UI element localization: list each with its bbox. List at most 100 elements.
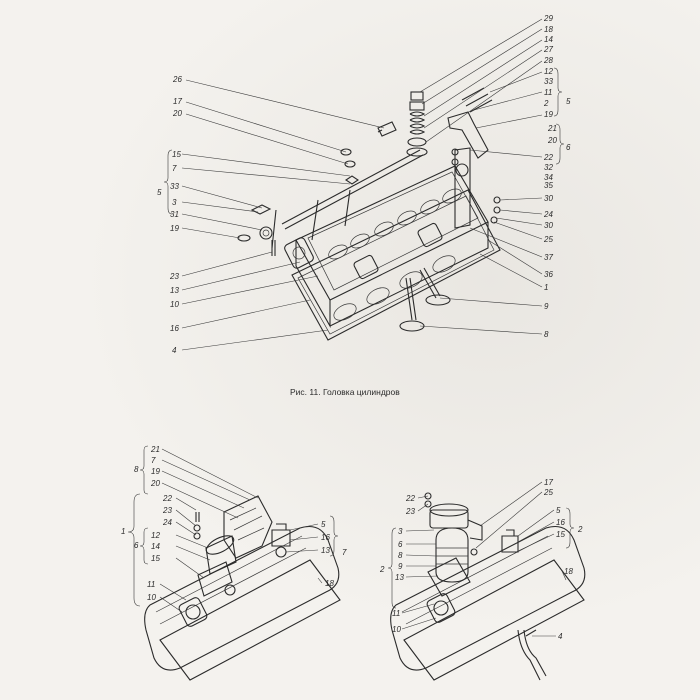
- callout-18: 18: [544, 25, 553, 34]
- callout-br-6: 6: [398, 540, 403, 549]
- callout-29: 29: [543, 14, 553, 23]
- callout-27: 27: [543, 45, 553, 54]
- group-label-6-right: 6: [566, 143, 571, 152]
- callout-32: 32: [544, 163, 553, 172]
- callout-7: 7: [172, 164, 177, 173]
- callout-br-8: 8: [398, 551, 403, 560]
- callout-1: 1: [544, 283, 548, 292]
- callout-br-18: 18: [564, 567, 573, 576]
- valve-stem: [419, 267, 441, 299]
- callout-bl-24: 24: [162, 518, 172, 527]
- figure-caption: Рис. 11. Головка цилиндров: [290, 387, 400, 397]
- callout-19: 19: [544, 110, 553, 119]
- push-rod: [271, 209, 277, 249]
- callout-24: 24: [543, 210, 553, 219]
- callout-br-3: 3: [398, 527, 403, 536]
- callout-14: 14: [544, 35, 553, 44]
- callout-bl-16: 16: [321, 533, 330, 542]
- callout-3: 3: [172, 198, 177, 207]
- top-leader-lines: [163, 18, 565, 351]
- group-label-br-2-left: 2: [379, 565, 385, 574]
- callout-bl-19: 19: [151, 467, 160, 476]
- callout-11: 11: [544, 88, 552, 97]
- breather-tube: [467, 519, 483, 541]
- valve-cover-right: [390, 492, 586, 681]
- callout-bl-23: 23: [162, 506, 172, 515]
- callout-21: 21: [547, 124, 557, 133]
- bottom-left-callout-labels: 21 7 19 20 22 23 24 12 14 15 11 10 8 1 6…: [121, 445, 347, 602]
- breather-hose: [517, 629, 547, 681]
- bushing: [259, 226, 273, 240]
- callout-bl-10: 10: [147, 593, 156, 602]
- head-gasket: [291, 189, 501, 341]
- filler-cap-left: [271, 523, 291, 547]
- callout-bl-11: 11: [147, 580, 155, 589]
- callout-30b: 30: [544, 221, 553, 230]
- bottom-right-leaders: [387, 481, 575, 637]
- valve-cover-left: [144, 495, 341, 681]
- callout-bl-21: 21: [150, 445, 160, 454]
- callout-bl-12: 12: [151, 531, 160, 540]
- callout-bl-7: 7: [151, 456, 156, 465]
- callout-br-16: 16: [556, 518, 565, 527]
- washer: [340, 148, 352, 156]
- callout-9: 9: [544, 302, 549, 311]
- bolt: [377, 121, 397, 137]
- callout-br-22: 22: [405, 494, 415, 503]
- callout-bl-20: 20: [150, 479, 160, 488]
- breather-body: [435, 527, 469, 583]
- callout-33-left: 33: [170, 182, 179, 191]
- callout-15: 15: [172, 150, 181, 159]
- callout-2: 2: [543, 99, 549, 108]
- callout-28: 28: [543, 56, 553, 65]
- callout-8: 8: [544, 330, 549, 339]
- callout-bl-13: 13: [321, 546, 330, 555]
- callout-16: 16: [170, 324, 179, 333]
- cylinder-head-block: [295, 165, 489, 301]
- callout-br-10: 10: [392, 625, 401, 634]
- breather-housing: [223, 495, 273, 559]
- callout-br-11: 11: [392, 609, 400, 618]
- callout-bl-5: 5: [321, 520, 326, 529]
- group-label-br-2-right: 2: [577, 525, 583, 534]
- rocker-shaft: [281, 149, 421, 225]
- filler-neck-left: [197, 561, 233, 597]
- breather-flange: [427, 557, 471, 597]
- cover-gasket-right: [403, 559, 585, 681]
- cover-gasket-left: [159, 559, 341, 681]
- callout-br-17: 17: [544, 478, 553, 487]
- group-label-bl-1: 1: [121, 527, 125, 536]
- bottom-right-callout-labels: 22 23 3 6 8 9 13 2 11 10 17 25 5 16 15 2…: [379, 478, 583, 641]
- callout-br-23: 23: [405, 507, 415, 516]
- callout-22: 22: [543, 153, 553, 162]
- group-label-5-right: 5: [566, 97, 571, 106]
- callout-36: 36: [544, 270, 553, 279]
- callout-bl-14: 14: [151, 542, 160, 551]
- group-label-bl-7: 7: [342, 548, 347, 557]
- top-callout-labels: 29 18 14 27 28 12 33 11 2 19 21 20 22 32…: [157, 14, 571, 355]
- callout-20-left: 20: [172, 109, 182, 118]
- group-label-5-left: 5: [157, 188, 162, 197]
- callout-4: 4: [172, 346, 177, 355]
- callout-31: 31: [170, 210, 179, 219]
- callout-bl-22: 22: [162, 494, 172, 503]
- group-label-bl-6: 6: [134, 541, 139, 550]
- callout-23: 23: [169, 272, 179, 281]
- rocker-stand: [454, 147, 471, 229]
- callout-33: 33: [544, 77, 553, 86]
- callout-br-13: 13: [395, 573, 404, 582]
- callout-13: 13: [170, 286, 179, 295]
- callout-10: 10: [170, 300, 179, 309]
- callout-17: 17: [173, 97, 182, 106]
- callout-br-5: 5: [556, 506, 561, 515]
- callout-br-4: 4: [558, 632, 563, 641]
- filler-cap-right: [501, 529, 519, 553]
- valve-cover-body-left: [144, 525, 340, 671]
- callout-19-left: 19: [170, 224, 179, 233]
- callout-br-9: 9: [398, 562, 403, 571]
- callout-30a: 30: [544, 194, 553, 203]
- valve-cover-body-right: [390, 525, 586, 671]
- callout-25: 25: [543, 235, 553, 244]
